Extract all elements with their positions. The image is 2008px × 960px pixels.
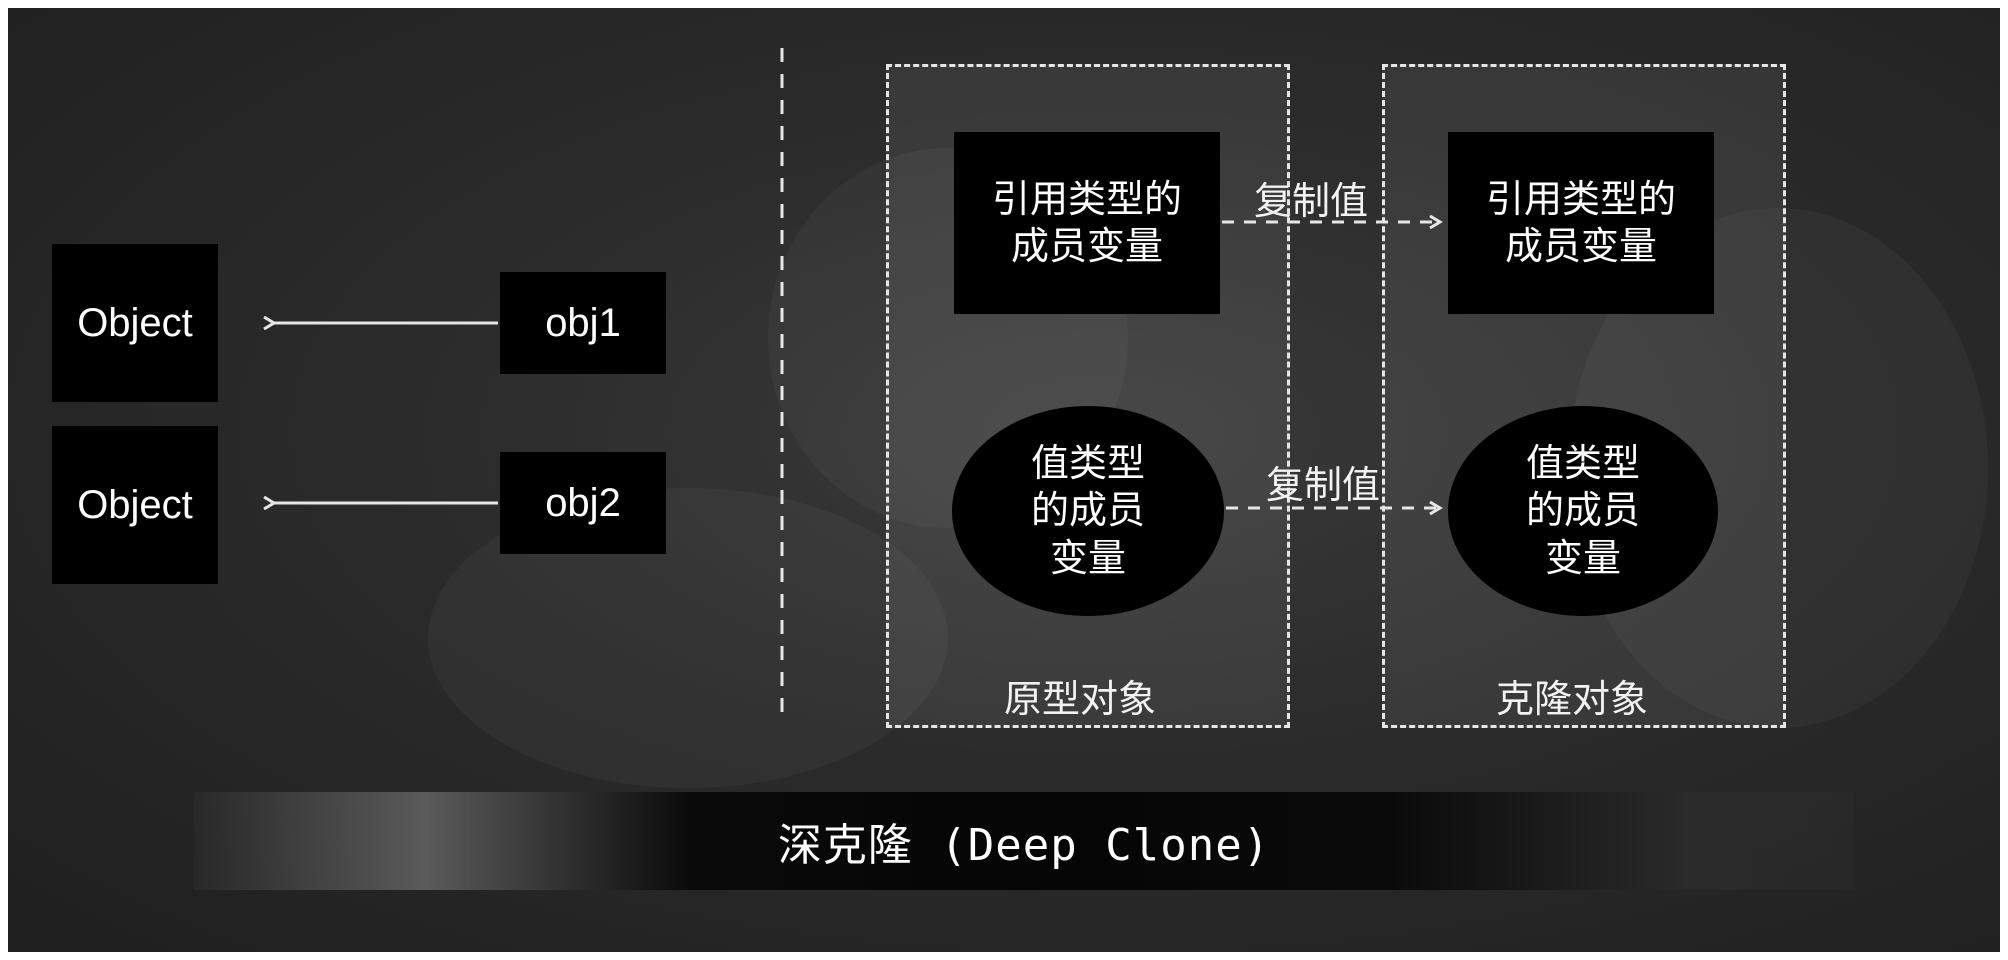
prototype-value-member-label: 值类型 的成员 变量 [1030, 440, 1145, 580]
copy-value-label-1: 复制值 [1254, 179, 1369, 223]
object-box-1-label: Object [77, 300, 193, 345]
object-box-1: Object [52, 244, 218, 402]
prototype-value-member: 值类型 的成员 变量 [952, 406, 1224, 616]
clone-ref-member: 引用类型的 成员变量 [1448, 132, 1714, 314]
ref-box-obj2: obj2 [500, 452, 666, 554]
clone-caption: 克隆对象 [1496, 677, 1649, 721]
object-box-2: Object [52, 426, 218, 584]
ref-box-obj1: obj1 [500, 272, 666, 374]
prototype-ref-member-label: 引用类型的 成员变量 [991, 176, 1182, 269]
prototype-caption: 原型对象 [1004, 677, 1157, 721]
copy-value-label-2: 复制值 [1266, 463, 1381, 507]
object-box-2-label: Object [77, 482, 193, 527]
deep-clone-banner: 深克隆 (Deep Clone) [194, 792, 1854, 890]
clone-value-member-label: 值类型 的成员 变量 [1525, 440, 1640, 580]
connector-layer [8, 48, 1443, 720]
deep-clone-title: 深克隆 (Deep Clone) [777, 820, 1271, 871]
ref-box-obj1-label: obj1 [545, 300, 621, 345]
clone-value-member: 值类型 的成员 变量 [1448, 406, 1718, 616]
prototype-ref-member: 引用类型的 成员变量 [954, 132, 1220, 314]
diagram-canvas: Object Object obj1 obj2 引用类型的 成员变量 值类型 的… [8, 8, 2000, 952]
clone-ref-member-label: 引用类型的 成员变量 [1485, 176, 1676, 269]
ref-box-obj2-label: obj2 [545, 480, 621, 525]
